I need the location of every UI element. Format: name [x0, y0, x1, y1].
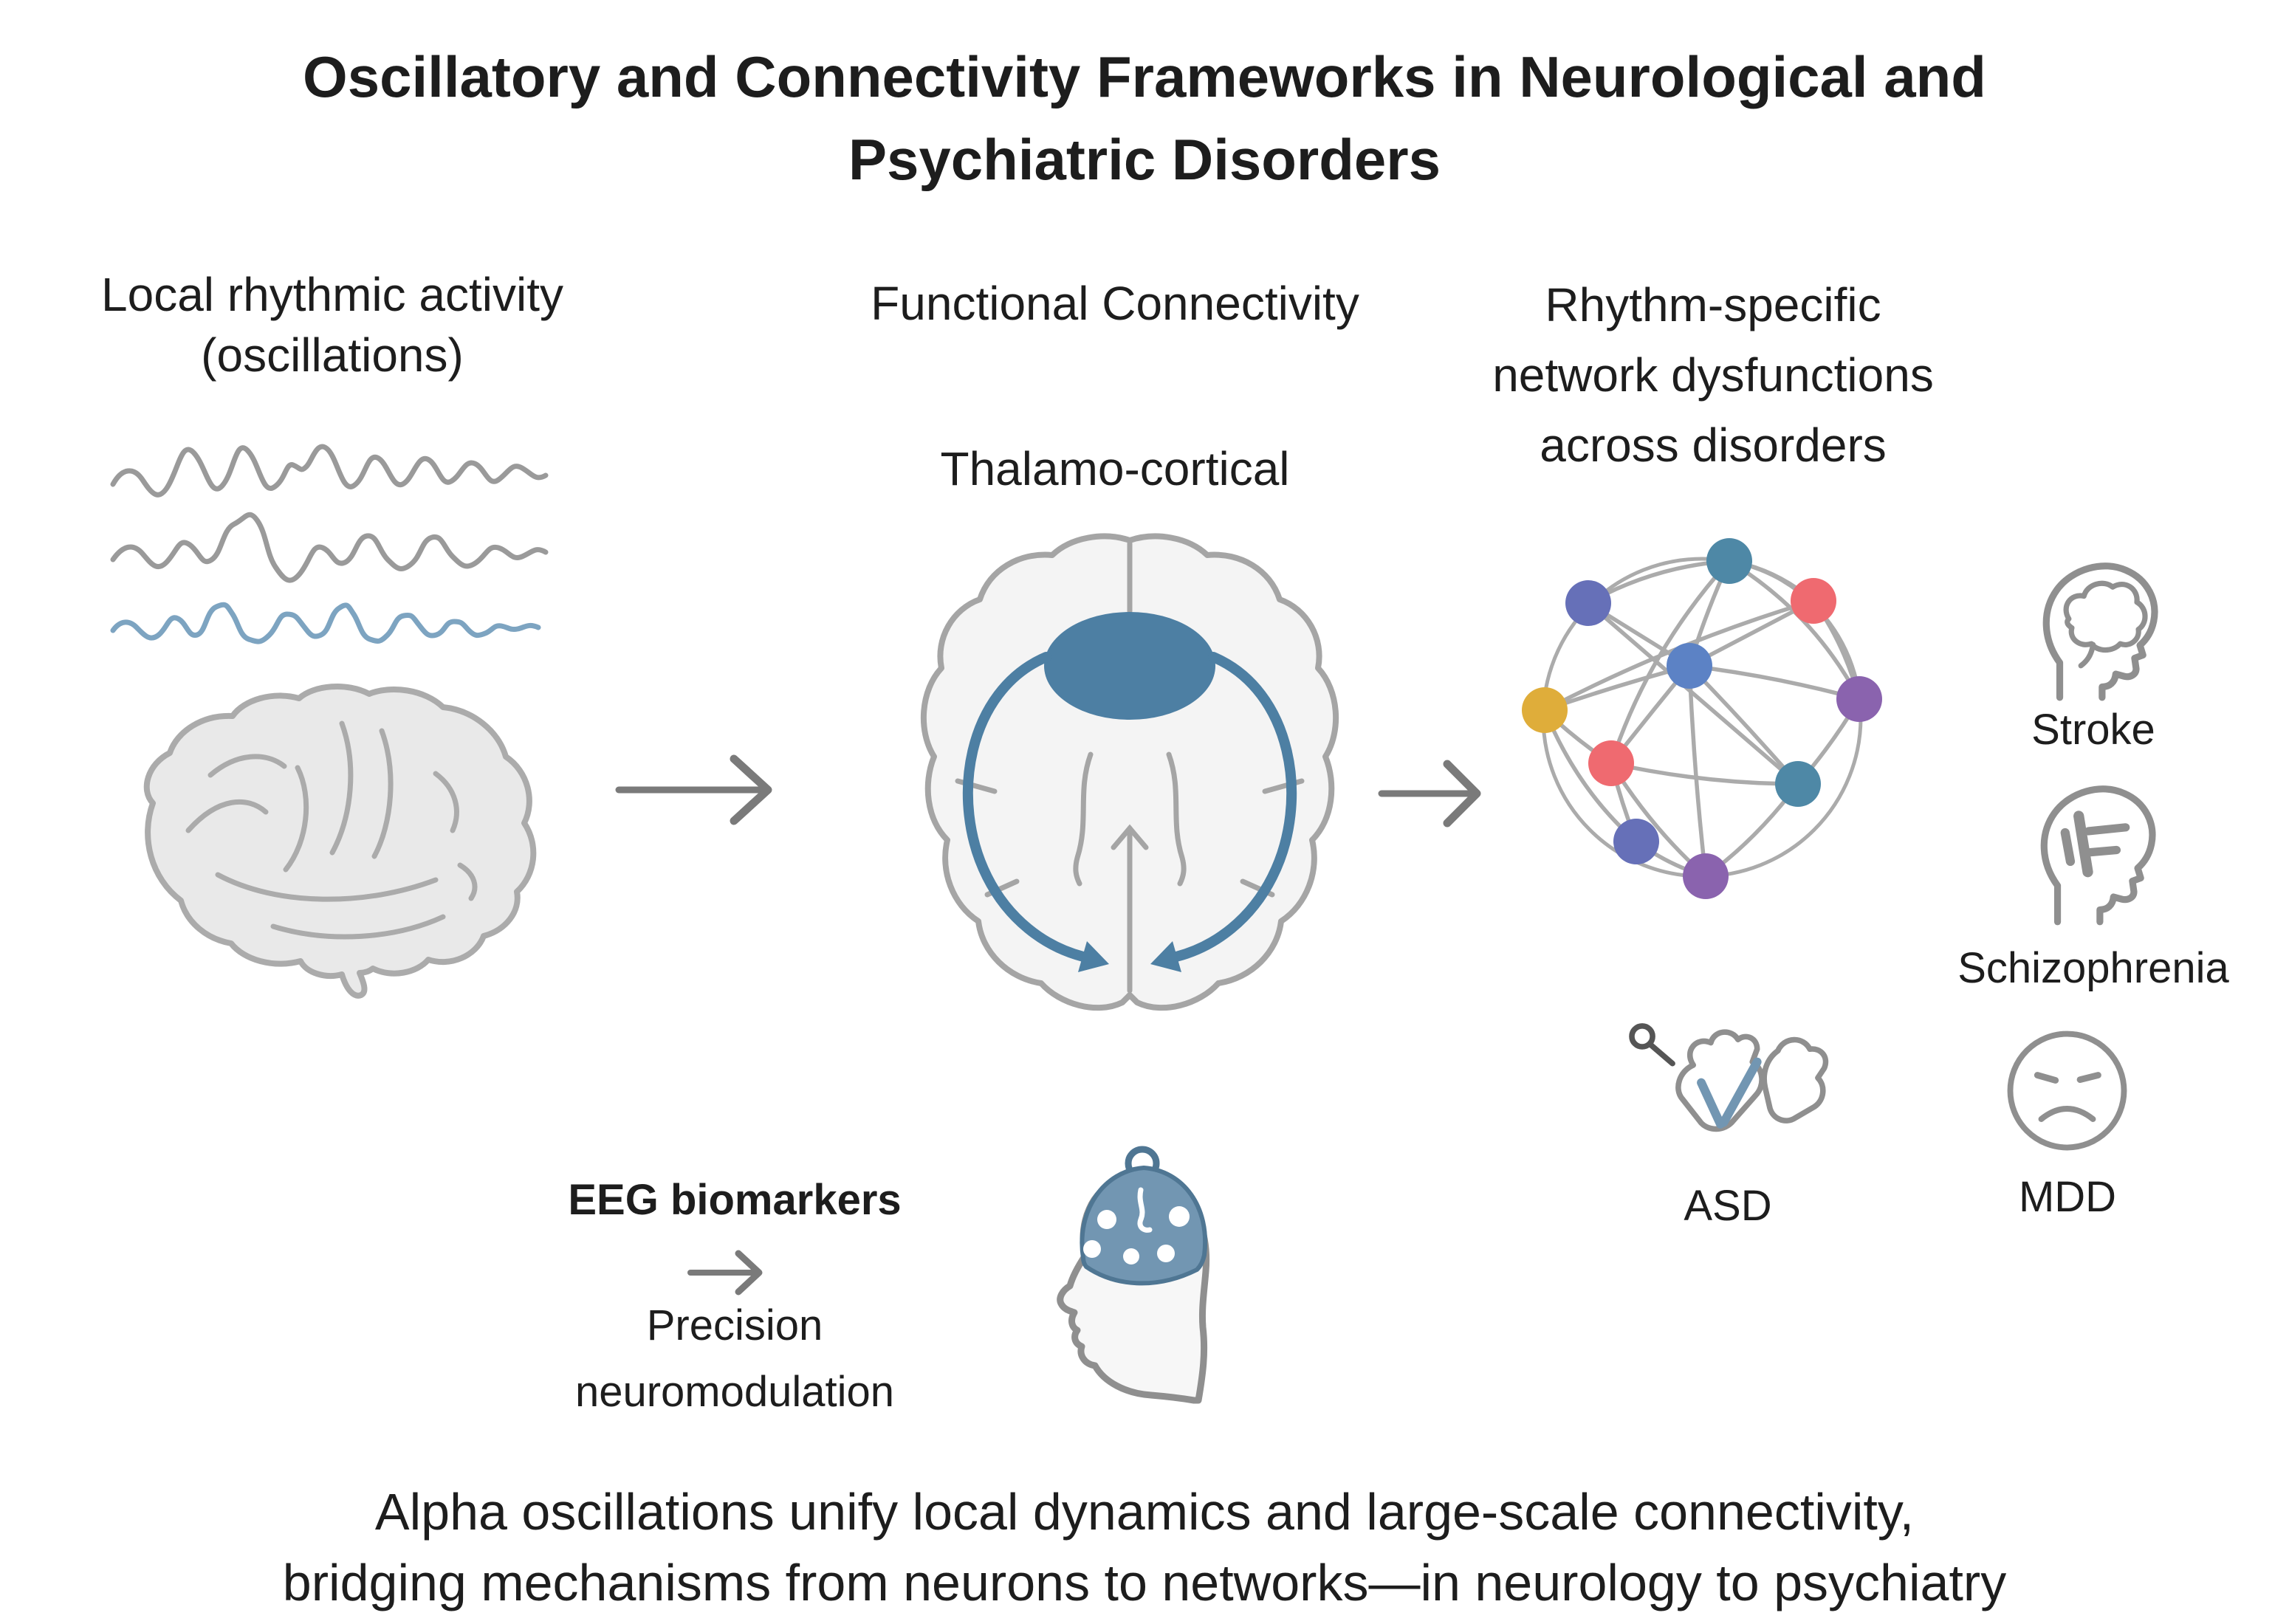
loop-right-arc: [1171, 652, 1297, 962]
blue-slash-strokes: [1697, 1057, 1762, 1129]
node-red-upper-right: [1791, 578, 1836, 624]
brain-gyri-lines: [185, 720, 478, 940]
schizophrenia-head-icon: [2040, 785, 2156, 926]
flow-arrow-local-to-connectivity: [615, 754, 772, 825]
node-indigo-bottom-left: [1613, 819, 1659, 864]
thalamus-oval: [1044, 612, 1215, 720]
precision-label: Precision: [646, 1301, 823, 1349]
node-purple-bottom: [1683, 853, 1729, 899]
right-eye-dash: [2076, 1072, 2101, 1083]
loop-left-arrowhead: [1078, 941, 1109, 972]
arrow-head: [1443, 760, 1481, 828]
oscillation-waves-figure: [110, 444, 549, 644]
gray-wave-1: [110, 444, 549, 498]
functional-connectivity-heading: Functional Connectivity: [871, 277, 1359, 330]
head-profile-outline: [2040, 785, 2156, 926]
loop-left-arc: [962, 652, 1088, 962]
node-teal-lower-right: [1775, 761, 1821, 807]
brain-stem-line: [2078, 641, 2096, 669]
caption-line1: Alpha oscillations unify local dynamics …: [374, 1483, 1915, 1541]
asd-label: ASD: [1684, 1182, 1772, 1230]
caption-line2: bridging mechanisms from neurons to netw…: [282, 1554, 2007, 1611]
left-eye-dash: [2034, 1072, 2059, 1084]
eeg-biomarkers-label: EEG biomarkers: [568, 1176, 902, 1224]
network-heading-line3: across disorders: [1540, 419, 1887, 472]
pin-stem: [1647, 1041, 1675, 1067]
local-activity-heading-line1: Local rhythmic activity: [101, 268, 563, 321]
node-blue-center: [1667, 643, 1712, 689]
network-heading-line2: network dysfunctions: [1492, 348, 1934, 402]
node-purple-right: [1836, 676, 1882, 722]
neuromodulation-label: neuromodulation: [574, 1368, 895, 1416]
network-heading-line1: Rhythm-specific: [1545, 278, 1881, 331]
gray-wave-2: [110, 512, 549, 583]
node-indigo-upper-left: [1565, 580, 1611, 626]
flow-arrow-connectivity-to-network: [1378, 760, 1481, 828]
local-activity-heading: Local rhythmic activity (oscillations): [18, 264, 646, 385]
frown-mouth: [2038, 1106, 2096, 1122]
cap-electrodes: [1083, 1206, 1190, 1265]
asd-fragmentation-icon: [1629, 1023, 1829, 1132]
head-profile-outline: [2042, 562, 2158, 701]
node-yellow-left: [1522, 687, 1568, 733]
loop-right-arrowhead: [1150, 941, 1181, 972]
brain-top-view-icon: [920, 533, 1339, 1011]
local-activity-heading-line2: (oscillations): [201, 328, 464, 382]
figure-title-line2: Psychiatric Disorders: [848, 127, 1441, 192]
network-nodes: [1522, 538, 1882, 899]
mdd-sad-face-icon: [2007, 1031, 2127, 1151]
disconnected-plug-glyph: [2060, 811, 2130, 878]
figure-title: Oscillatory and Connectivity Frameworks …: [0, 35, 2289, 201]
brain-side-view-icon: [143, 684, 537, 999]
mdd-label: MDD: [2018, 1173, 2117, 1221]
thalamo-cortical-label: Thalamo-cortical: [940, 442, 1290, 495]
eeg-cap-head-icon: [1057, 1146, 1210, 1404]
pin-circle: [1629, 1023, 1655, 1050]
figure-title-line1: Oscillatory and Connectivity Frameworks …: [303, 44, 1986, 109]
eeg-to-neuromodulation-arrow: [687, 1250, 763, 1296]
right-blob-outline: [1761, 1036, 1829, 1124]
node-teal-top: [1706, 538, 1752, 584]
stroke-head-icon: [2042, 562, 2158, 701]
topview-brain-outline: [920, 533, 1339, 1011]
schizophrenia-label: Schizophrenia: [1957, 944, 2229, 992]
brain-network-graph: [1522, 538, 1882, 899]
arrow-head: [730, 754, 772, 825]
cap-wire-squiggle: [1137, 1187, 1153, 1233]
figure-caption: Alpha oscillations unify local dynamics …: [0, 1476, 2289, 1618]
network-dysfunction-heading: Rhythm-specific network dysfunctions acr…: [1447, 270, 1979, 481]
stroke-label: Stroke: [2031, 706, 2155, 754]
thalamo-cortical-loop: [962, 652, 1297, 962]
node-red-lower-left: [1588, 740, 1634, 786]
brain-inside-outline: [2063, 580, 2148, 653]
face-circle: [2007, 1031, 2127, 1151]
alpha-wave-blue: [110, 602, 541, 644]
arrow-head: [735, 1250, 763, 1296]
